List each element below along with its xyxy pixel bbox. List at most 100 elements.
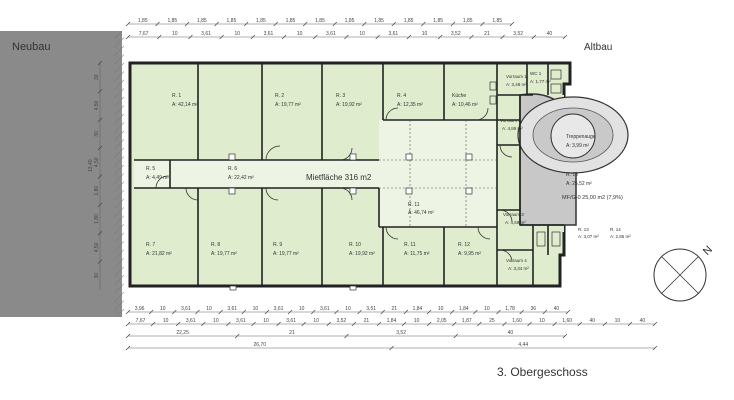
dimension-value: 21 [364, 318, 370, 324]
dimension-value: 3,52 [451, 31, 461, 37]
dimension-tick [301, 321, 306, 327]
dimension-tick [332, 21, 338, 27]
room-r6-name: R. 6 [228, 166, 237, 172]
dimension-tick [175, 321, 181, 327]
dimension-tick [496, 309, 501, 315]
dimension-value: 40 [554, 306, 560, 312]
dimension-tick [375, 34, 380, 40]
dimension-value: 30 [94, 74, 100, 80]
dimension-tick [188, 34, 193, 40]
dimension-value: 10 [299, 306, 305, 312]
dimension-value: 3,61 [186, 318, 196, 324]
dimension-value: 10 [422, 31, 428, 37]
dimension-tick [380, 309, 385, 315]
dimension-tick [125, 34, 131, 40]
dimension-value: 26,70 [253, 342, 266, 348]
dimension-value: 3,51 [366, 306, 376, 312]
dimension-value: 1,85 [256, 18, 266, 24]
room-r3-name: R. 3 [336, 93, 345, 99]
dimension-tick [469, 34, 474, 40]
dimension-tick [201, 321, 206, 327]
dimension-value: 30 [94, 273, 100, 279]
dimension-value: 3,61 [264, 31, 274, 37]
treppenauge-hole [550, 113, 596, 159]
dimension-value: 3,61 [388, 31, 398, 37]
dimension-tick [577, 321, 582, 327]
dimension-value: 36 [530, 306, 536, 312]
dimension-value: 4,50 [94, 100, 100, 110]
dimension-value: 3,52 [336, 318, 346, 324]
dimension-tick [219, 34, 224, 40]
dimension-tick [403, 309, 409, 315]
room-treppenauge-name: Treppenauge [566, 134, 596, 140]
corridor [134, 120, 497, 227]
room-r3-area: A: 19,92 m² [336, 102, 362, 108]
dimension-value: 22,25 [176, 330, 189, 336]
dimension-value: 4,50 [94, 157, 100, 167]
dimension-value: 10 [263, 318, 269, 324]
dimension-tick [401, 321, 407, 327]
floor-title: 3. Obergeschoss [497, 365, 588, 379]
dimension-value: 10 [414, 318, 420, 324]
dimension-tick [97, 145, 103, 151]
dimension-tick [500, 34, 505, 40]
room-kueche-area: A: 10,46 m² [452, 102, 478, 108]
dimension-value: 3,61 [286, 318, 296, 324]
dimension-value: 10 [359, 31, 365, 37]
dimension-tick [195, 309, 200, 315]
dimension-value: 3,61 [181, 306, 191, 312]
dimension-value: 1,60 [562, 318, 572, 324]
dimension-value: 1,87 [462, 318, 472, 324]
dimension-tick [480, 21, 485, 27]
dimension-tick [251, 321, 256, 327]
dimension-value: 1,85 [167, 18, 177, 24]
dimension-tick [155, 21, 160, 27]
dimension-value: 4,50 [94, 242, 100, 252]
dimension-tick [97, 202, 103, 208]
dimension-value: 1,84 [413, 306, 423, 312]
dimension-value: 3,61 [227, 306, 237, 312]
room-r2-area: A: 19,77 m² [275, 102, 301, 108]
dimension-tick [326, 321, 332, 327]
room-r14-area: A: 2,85 m² [610, 234, 631, 239]
dimension-value: 10 [438, 306, 444, 312]
dimension-value: 10 [160, 306, 166, 312]
dimension-value: 10 [484, 306, 490, 312]
dimension-value: 3,61 [326, 31, 336, 37]
compass: N [653, 244, 715, 302]
dimension-value: 1,60 [512, 318, 522, 324]
dimension-tick [97, 174, 103, 179]
dimension-tick [473, 309, 478, 315]
dimension-value: 40 [547, 31, 553, 37]
dimension-value: 10 [213, 318, 219, 324]
dimension-tick [562, 333, 568, 339]
dimension-tick [362, 21, 367, 27]
dimension-tick [273, 21, 278, 27]
room-r12-area: A: 9,95 m² [458, 251, 481, 257]
room-vr4-area: A: 3,34 m² [508, 266, 529, 271]
dimension-value: 10 [253, 306, 259, 312]
dimension-value: 10 [313, 318, 319, 324]
dimension-tick [562, 34, 568, 40]
dimension-tick [531, 34, 537, 40]
dimension-value: 7,67 [139, 31, 149, 37]
dimension-value: 1,78 [505, 306, 515, 312]
dimension-tick [391, 21, 397, 27]
dimension-value: 7,67 [136, 318, 146, 324]
dimension-tick [302, 21, 308, 27]
dimension-value: 1,85 [433, 18, 443, 24]
mietflaeche-label: Mietfläche 316 m2 [306, 173, 372, 182]
dimension-value: 40 [640, 318, 646, 324]
dimension-value: 1,85 [374, 18, 384, 24]
dimension-tick [214, 21, 219, 27]
dimension-tick [344, 333, 349, 339]
room-vr2-name: Vorraum 2 [500, 118, 521, 123]
dimension-tick [652, 321, 658, 327]
dimension-tick [156, 34, 162, 40]
dimension-value: 1,85 [463, 18, 473, 24]
dimension-value: 10 [163, 318, 169, 324]
dimension-tick [502, 321, 507, 327]
room-r5-area: A: 4,49 m² [146, 175, 169, 181]
